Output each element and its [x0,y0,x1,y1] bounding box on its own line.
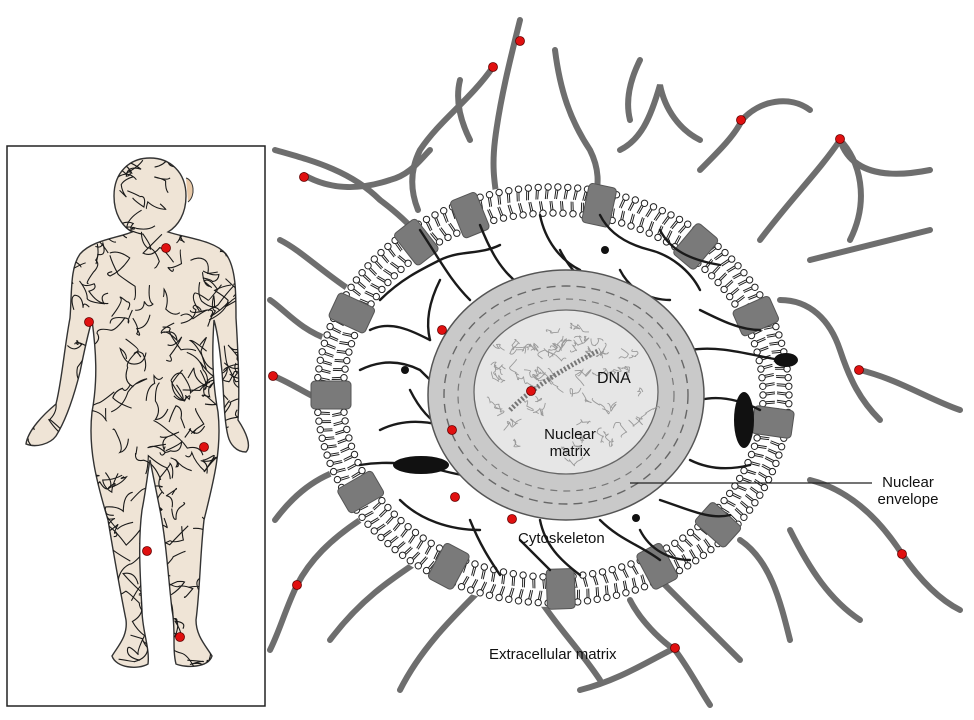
nuclear-envelope-label: Nuclear envelope [878,474,939,508]
nuclear-matrix-label: Nuclear matrix [544,426,596,460]
nuclear-matrix-label-line1: Nuclear [544,426,596,443]
cytoskeleton-label: Cytoskeleton [518,530,605,547]
nuclear-envelope-label-line1: Nuclear [878,474,939,491]
extracellular-matrix-label: Extracellular matrix [489,646,617,663]
nuclear-envelope-label-line2: envelope [878,491,939,508]
dna-label: DNA [597,370,631,387]
human-body-inset [0,119,291,707]
nuclear-matrix-label-line2: matrix [544,443,596,460]
